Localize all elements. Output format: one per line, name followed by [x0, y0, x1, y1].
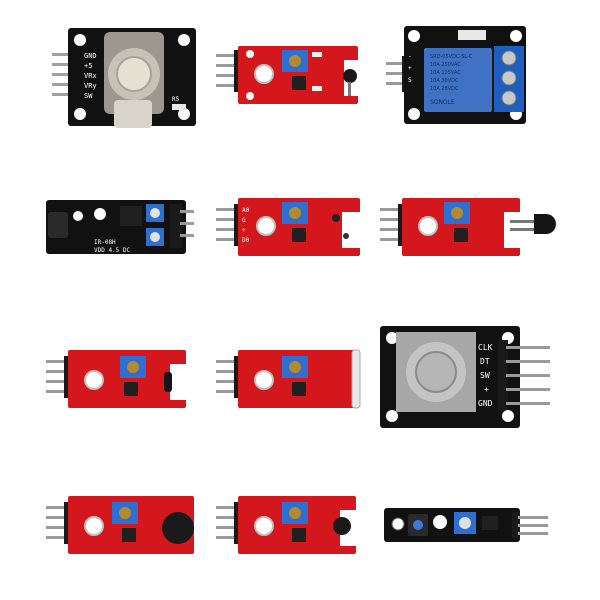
- reed-switch: [351, 349, 361, 409]
- relay-pin-labels: - + S: [408, 53, 412, 84]
- joystick-pin-labels: GND +5 VRx VRy SW: [84, 52, 97, 100]
- svg-text:G: G: [242, 217, 246, 224]
- svg-text:+: +: [242, 227, 246, 234]
- svg-text:+: +: [408, 65, 412, 72]
- red-pcb: [68, 350, 186, 408]
- ir-label: IR-08H: [94, 239, 116, 246]
- mount-hole: [418, 216, 438, 236]
- svg-text:10A 125VAC: 10A 125VAC: [430, 70, 461, 76]
- pin-label: VRx: [84, 72, 97, 80]
- resistor-label: R5: [172, 96, 180, 103]
- ir-led: [48, 212, 68, 238]
- svg-text:CLK: CLK: [478, 343, 493, 352]
- board-cutout: [170, 364, 186, 400]
- mount-hole: [84, 516, 104, 536]
- svg-text:D0: D0: [242, 237, 250, 244]
- mount-hole: [74, 108, 86, 120]
- red-pcb: [238, 350, 356, 408]
- encoder-knob: [415, 351, 457, 393]
- ir-label: VDD 4.5 DC: [94, 247, 131, 254]
- mount-hole: [254, 516, 274, 536]
- relay-label: SRD-05VDC-SL-C 10A 250VAC 10A 125VAC 10A…: [430, 54, 473, 106]
- svg-text:+: +: [484, 385, 489, 394]
- thermistor: [343, 69, 357, 83]
- ic-chip: [292, 528, 306, 542]
- tracking-module: [384, 508, 548, 542]
- pin-label: SW: [84, 92, 93, 100]
- joystick-module: GND +5 VRx VRy SW R5: [52, 28, 196, 128]
- svg-text:SW: SW: [480, 371, 490, 380]
- sensor-module: A0 G + D0: [216, 198, 360, 256]
- sensor-element: [164, 372, 172, 392]
- ic-chip: [454, 228, 468, 242]
- mount-hole: [178, 34, 190, 46]
- red-pcb: [68, 496, 194, 554]
- mount-hole: [254, 64, 274, 84]
- sensor-module: [216, 349, 361, 409]
- red-pcb: [238, 496, 356, 554]
- joystick-knob: [116, 56, 152, 92]
- red-pcb: [238, 46, 358, 104]
- ir-module: IR-08H VDD 4.5 DC: [46, 200, 194, 254]
- encoder-pin-labels: CLK DT SW + GND: [478, 343, 493, 408]
- pin-label: VRy: [84, 82, 97, 90]
- mount-hole: [433, 515, 447, 529]
- hall-sensor: [534, 214, 556, 234]
- svg-text:A0: A0: [242, 207, 250, 214]
- ic-chip: [292, 382, 306, 396]
- svg-text:S: S: [408, 77, 412, 84]
- mount-hole: [256, 216, 276, 236]
- svg-text:10A 30VDC: 10A 30VDC: [430, 78, 459, 84]
- resistor: [172, 104, 186, 110]
- sound-sensor-module: [216, 496, 356, 554]
- ic-chip: [124, 382, 138, 396]
- ic-chip: [122, 528, 136, 542]
- mount-hole: [178, 108, 190, 120]
- sensor-module: [380, 198, 556, 256]
- svg-text:GND: GND: [478, 399, 493, 408]
- relay-module: - + S SRD-05VDC-SL-C 10A 250VAC 10A 125V…: [386, 26, 526, 124]
- joystick-switch: [114, 100, 152, 128]
- ic-chip: [292, 76, 306, 90]
- sensor-module: [216, 46, 358, 104]
- mount-hole: [84, 370, 104, 390]
- svg-text:10A 28VDC: 10A 28VDC: [430, 86, 459, 92]
- svg-text:-: -: [408, 53, 412, 60]
- red-pcb: [238, 198, 360, 256]
- sensor-module: [46, 350, 186, 408]
- relay-body: [424, 48, 492, 112]
- microphone: [333, 517, 351, 535]
- microphone: [162, 512, 194, 544]
- rotary-encoder-module: CLK DT SW + GND: [380, 326, 550, 428]
- ic-chip: [482, 516, 498, 530]
- svg-text:10A 250VAC: 10A 250VAC: [430, 62, 461, 68]
- ic-chip: [292, 228, 306, 242]
- relay-brand: SONGLE: [430, 99, 455, 106]
- svg-text:DT: DT: [480, 357, 490, 366]
- red-pcb: [402, 198, 520, 256]
- svg-text:SRD-05VDC-SL-C: SRD-05VDC-SL-C: [430, 54, 473, 60]
- pin-label: GND: [84, 52, 97, 60]
- board-cutout: [342, 212, 360, 248]
- mount-hole: [254, 370, 274, 390]
- pin-label: +5: [84, 62, 92, 70]
- mount-hole: [74, 34, 86, 46]
- sound-sensor-module: [46, 496, 194, 554]
